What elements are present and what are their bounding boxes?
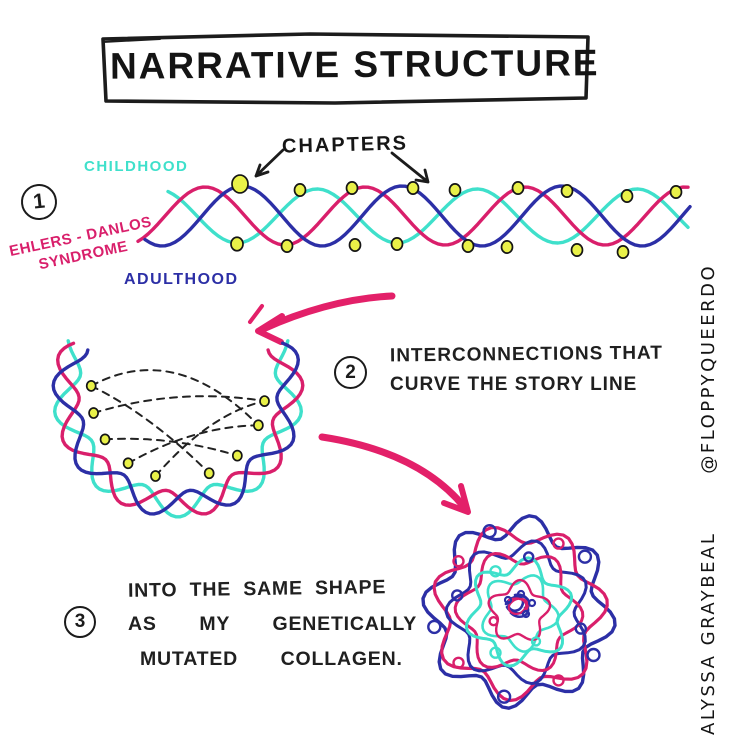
title-frame <box>101 32 590 105</box>
credit-text: ALYSSA GRAYBEAL @FLOPPYQUEERDO <box>698 264 719 735</box>
arrow-pink-1 <box>248 292 396 345</box>
step-2-caption-line2: CURVE THE STORY LINE <box>390 374 638 395</box>
collagen-knot <box>503 589 537 619</box>
step-3-caption-line1: INTO THE SAME SHAPE <box>127 576 387 602</box>
author-handle: @FLOPPYQUEERDO <box>698 263 719 474</box>
adulthood-label: ADULTHOOD <box>124 271 239 288</box>
interconnection-bowl <box>51 339 305 519</box>
collagen-ball <box>421 514 617 710</box>
step-2-caption-line1: INTERCONNECTIONS THAT <box>389 342 664 367</box>
childhood-label: CHILDHOOD <box>84 158 189 175</box>
author-name: ALYSSA GRAYBEAL <box>698 531 719 735</box>
collagen-curls <box>427 524 601 704</box>
chapter-dots <box>230 174 683 260</box>
chapters-arrow-left <box>254 148 285 178</box>
step-3-caption-line3: MUTATED COLLAGEN. <box>140 648 403 670</box>
chapters-label: CHAPTERS <box>281 132 409 158</box>
page-title: NARRATIVE STRUCTURE <box>109 42 600 87</box>
step-3-badge: 3 <box>64 606 96 638</box>
step-2-badge: 2 <box>334 356 367 389</box>
bowl-dots <box>85 380 270 482</box>
timeline-waves <box>136 184 692 248</box>
arrow-pink-2 <box>318 433 471 515</box>
interconnection-chords <box>90 369 266 477</box>
chapters-arrow-right <box>390 151 430 184</box>
step-3-caption-line2: AS MY GENETICALLY <box>128 613 418 635</box>
